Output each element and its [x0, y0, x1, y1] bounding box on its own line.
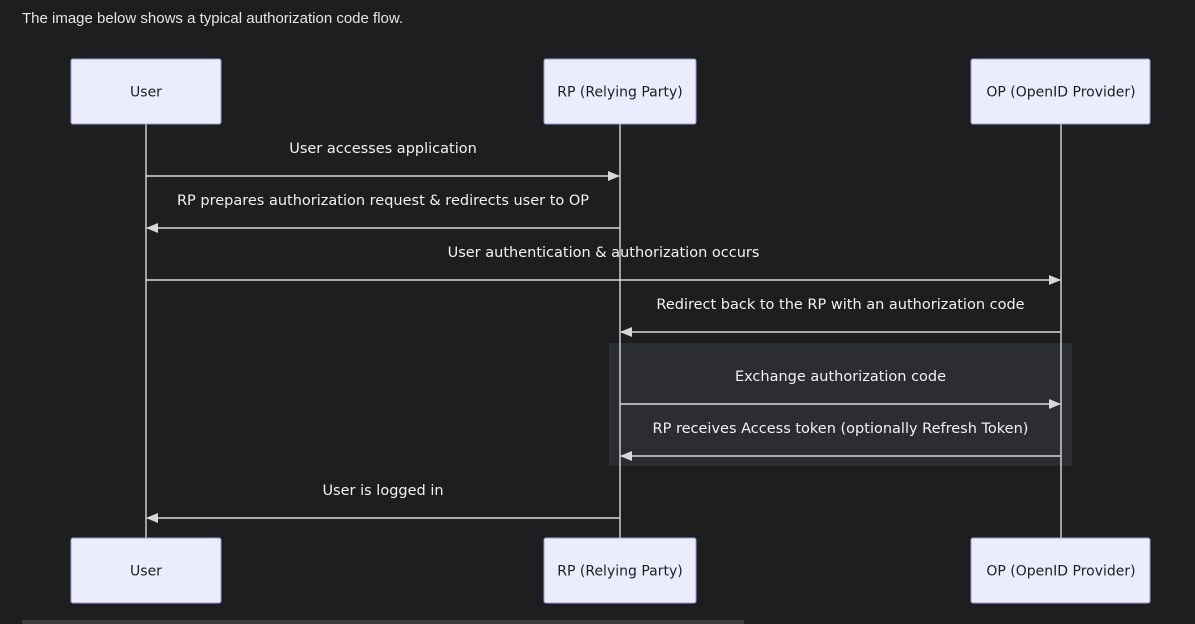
actor-box	[970, 537, 1151, 604]
actor-box	[543, 537, 697, 604]
actor-op-top: OP (OpenID Provider)	[970, 58, 1151, 125]
message-label: RP receives Access token (optionally Ref…	[653, 421, 1029, 437]
actor-rp-top: RP (Relying Party)	[543, 58, 697, 125]
intro-text: The image below shows a typical authoriz…	[22, 10, 404, 27]
actor-box	[970, 58, 1151, 125]
actor-label: User	[130, 85, 162, 101]
message-label: User is logged in	[322, 483, 443, 499]
actor-box	[70, 537, 222, 604]
actor-op-bottom: OP (OpenID Provider)	[970, 537, 1151, 604]
actor-label: RP (Relying Party)	[557, 85, 682, 101]
message-label: User authentication & authorization occu…	[448, 245, 760, 261]
message-label: Exchange authorization code	[735, 369, 946, 385]
actor-box	[543, 58, 697, 125]
actor-label: RP (Relying Party)	[557, 564, 682, 580]
actor-rp-bottom: RP (Relying Party)	[543, 537, 697, 604]
message-label: User accesses application	[289, 141, 477, 157]
actor-box	[70, 58, 222, 125]
actor-label: OP (OpenID Provider)	[986, 564, 1135, 580]
message-label: RP prepares authorization request & redi…	[177, 193, 589, 209]
actor-label: OP (OpenID Provider)	[986, 85, 1135, 101]
actor-user-bottom: User	[70, 537, 222, 604]
actor-user-top: User	[70, 58, 222, 125]
actor-label: User	[130, 564, 162, 580]
message-label: Redirect back to the RP with an authoriz…	[656, 297, 1024, 313]
horizontal-scrollbar[interactable]	[22, 620, 744, 624]
